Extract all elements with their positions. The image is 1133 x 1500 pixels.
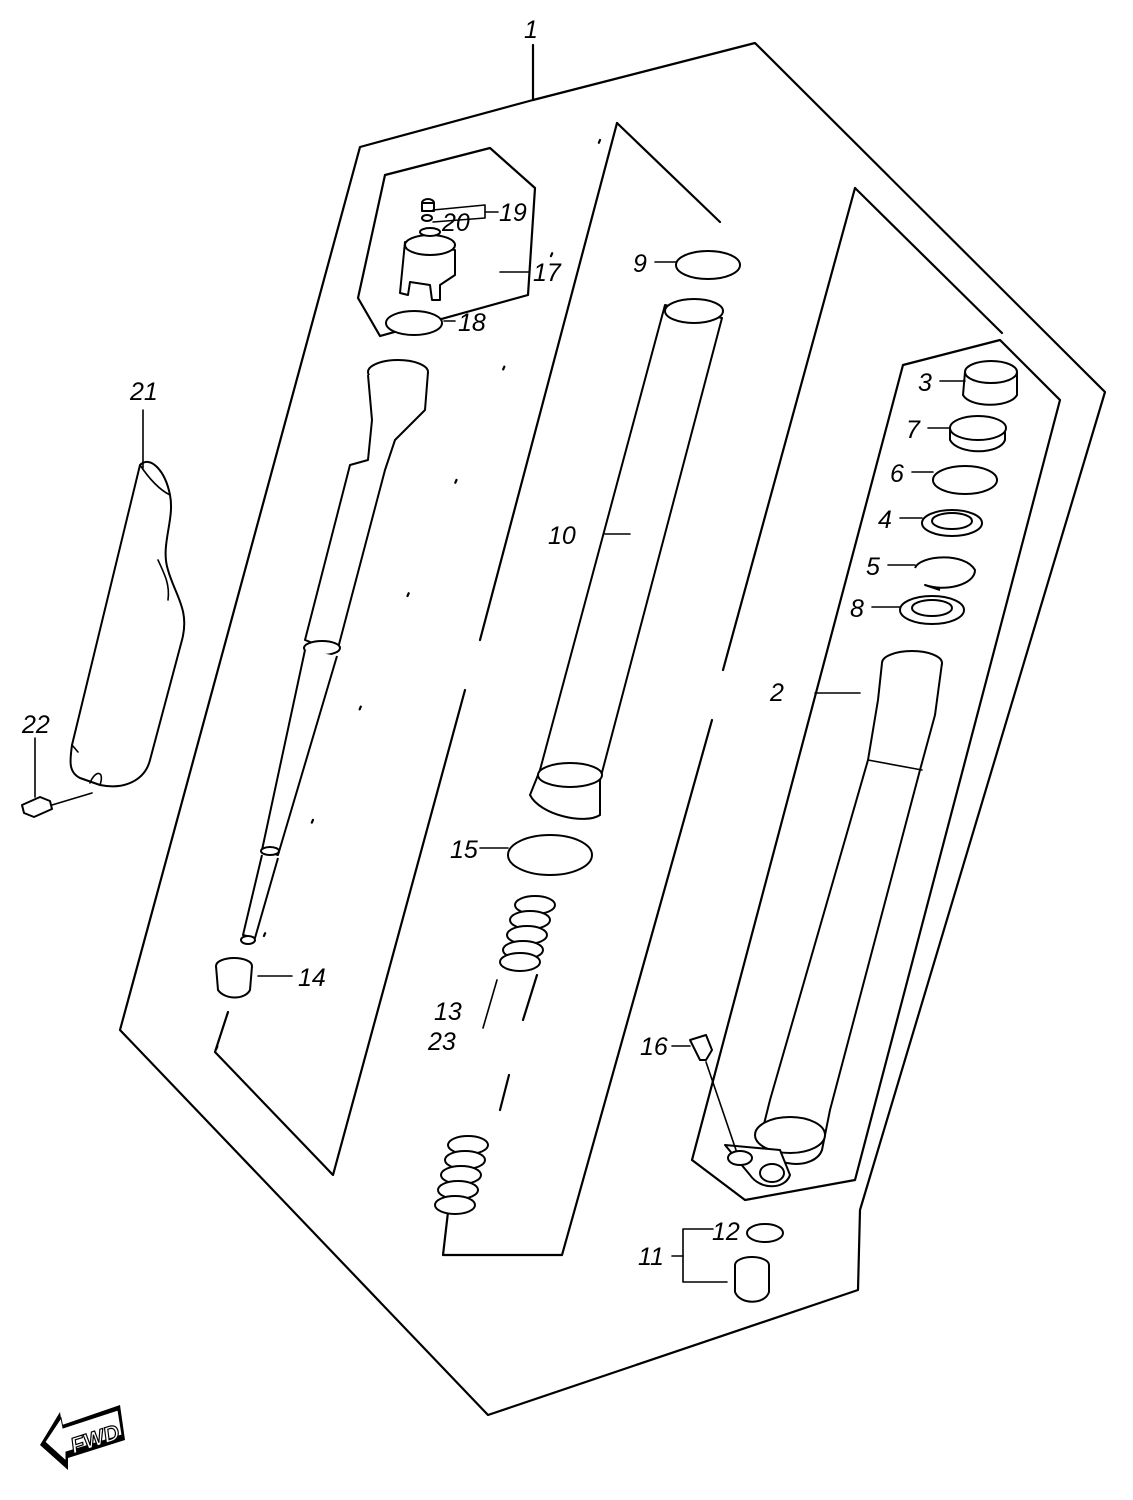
inner-tube-group-outline: [441, 186, 1004, 1257]
callout-19: 19: [499, 199, 527, 227]
leader-13: [482, 979, 498, 1029]
callout-11: 11: [638, 1243, 664, 1271]
outer-tube: [724, 650, 943, 1188]
callout-labels: 1 2 3 4 5 6 7 8 9 10 11 12 13 14 15 16 1…: [21, 16, 932, 1271]
fwd-arrow: FWD: [40, 1405, 125, 1470]
assembly-outline: [118, 41, 1107, 1417]
callout-7: 7: [906, 416, 921, 444]
callout-22: 22: [21, 711, 50, 739]
outer-tube-group-outline: [690, 338, 1062, 1202]
callout-20: 20: [441, 209, 470, 237]
callout-6: 6: [890, 460, 904, 488]
callout-1: 1: [524, 16, 538, 44]
gasket-12: [746, 1223, 784, 1243]
inner-tube: [529, 298, 724, 820]
damper-cap: [385, 198, 529, 336]
fork-guard: [69, 409, 186, 788]
callout-15: 15: [450, 836, 478, 864]
washer-6: [932, 465, 998, 495]
callout-17: 17: [533, 259, 562, 287]
oil-seal-4: [921, 509, 983, 537]
callout-3: 3: [918, 369, 932, 397]
callout-12: 12: [712, 1218, 740, 1246]
callout-5: 5: [866, 553, 880, 581]
callout-16: 16: [640, 1033, 668, 1061]
dust-seal-8: [899, 595, 965, 625]
damper-group-outline: [213, 121, 722, 1177]
bushing-7: [949, 415, 1007, 453]
guard-bolt: [21, 737, 93, 818]
callout-13: 13: [434, 998, 462, 1026]
callout-14: 14: [298, 964, 326, 992]
bushing-3: [962, 360, 1018, 406]
bolt-16: [671, 1034, 737, 1151]
callout-8: 8: [850, 595, 864, 623]
o-ring-15: [507, 834, 593, 876]
fork-spring-top: [499, 895, 556, 972]
ring-9: [675, 250, 741, 280]
circlip-5: [914, 556, 976, 591]
callout-4: 4: [878, 506, 892, 534]
callout-21: 21: [129, 378, 158, 406]
callout-9: 9: [633, 250, 647, 278]
right-leaders: [871, 380, 966, 608]
callout-23: 23: [427, 1028, 456, 1056]
callout-10: 10: [548, 522, 576, 550]
drain-plug-11: [734, 1256, 770, 1303]
fork-spring-bottom: [434, 1135, 489, 1215]
callout-18: 18: [458, 309, 486, 337]
callout-2: 2: [769, 679, 784, 707]
damper-rod: [215, 359, 429, 999]
